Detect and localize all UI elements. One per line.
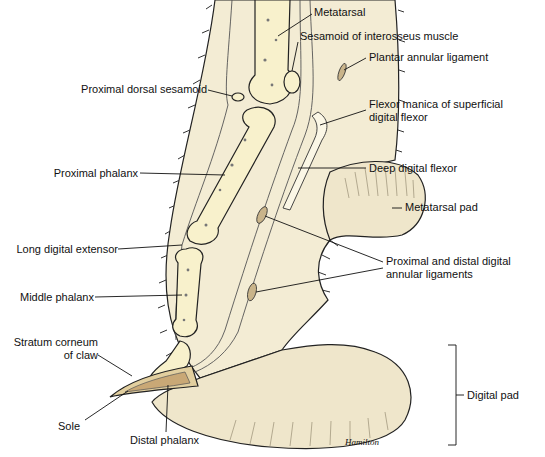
part-label: Proximal dorsal sesamoid	[37, 83, 207, 96]
part-label: Long digital extensor	[4, 243, 118, 256]
part-label: Distal phalanx	[130, 434, 230, 447]
proximal-phalanx-bone	[187, 107, 275, 244]
artist-signature: Hamilton	[345, 436, 415, 449]
middle-phalanx-bone	[173, 248, 203, 337]
claw-sole	[125, 372, 190, 392]
part-label: Flexor manica of superficial digital fle…	[369, 98, 529, 124]
part-label: Sesamoid of interosseus muscle	[300, 30, 480, 43]
part-label: Deep digital flexor	[369, 162, 519, 175]
interosseus-sesamoid	[284, 71, 300, 93]
part-label: Metatarsal	[314, 6, 394, 19]
part-label: Proximal and distal digital annular liga…	[386, 255, 536, 281]
part-label: Plantar annular ligament	[369, 51, 539, 64]
dorsal-sesamoid	[232, 93, 244, 101]
flexor-manica	[283, 112, 327, 210]
bones	[148, 0, 300, 387]
leader-lines	[85, 14, 464, 445]
digital-pad	[152, 345, 411, 449]
annular-ligaments	[246, 63, 348, 302]
part-label: Metatarsal pad	[405, 201, 535, 214]
part-label: Proximal phalanx	[40, 167, 138, 180]
part-label: Digital pad	[467, 389, 545, 402]
part-label: Middle phalanx	[6, 291, 94, 304]
part-label: Stratum corneum of claw	[6, 336, 98, 362]
marrow-dots	[183, 19, 278, 322]
part-label: Sole	[58, 420, 98, 433]
